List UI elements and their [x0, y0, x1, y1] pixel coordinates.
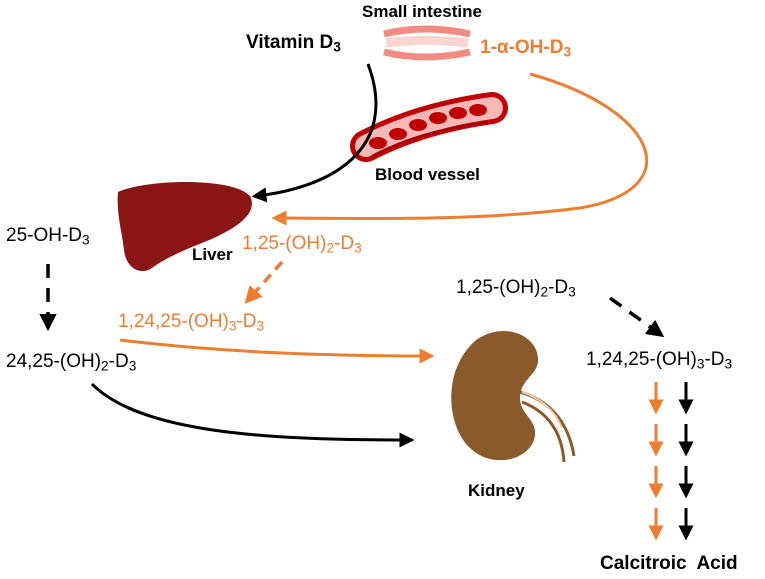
blood-vessel-icon [350, 92, 508, 162]
small-intestine-icon [383, 25, 471, 61]
25-oh-d3-label: 25-OH-D3 [6, 225, 90, 248]
small-intestine-label: Small intestine [362, 2, 482, 21]
right-125-oh2-d3-label: 1,25-(OH)2-D3 [456, 277, 576, 300]
one-alpha-to-liver-arrow [271, 72, 649, 226]
left-12425-oh3-d3-label: 1,24,25-(OH)3-D3 [118, 311, 265, 334]
one-alpha-oh-d3-label: 1-α-OH-D3 [480, 37, 572, 60]
right-125-to-12425-arrow [608, 296, 665, 338]
right-12425-oh3-d3-label: 1,24,25-(OH)3-D3 [586, 349, 733, 372]
liver-icon [117, 181, 252, 272]
vitamin-d3-label: Vitamin D3 [246, 32, 341, 55]
liver-label: Liver [192, 245, 233, 264]
kidney-label: Kidney [468, 481, 525, 500]
left-2425-oh2-d3-label: 24,25-(OH)2-D3 [6, 351, 137, 374]
calcitroic-acid-label: Calcitroic Acid [600, 553, 738, 574]
2425-to-kidney-orange-arrow [119, 338, 435, 364]
kidney-icon [451, 331, 576, 463]
liver-125-to-12425-arrow [244, 260, 284, 304]
blood-vessel-label: Blood vessel [375, 165, 480, 184]
2425-to-kidney-black-arrow [90, 382, 415, 448]
vitaminD3-to-liver-arrow [251, 63, 378, 203]
liver-125-oh2-d3-label: 1,25-(OH)2-D3 [242, 233, 362, 256]
